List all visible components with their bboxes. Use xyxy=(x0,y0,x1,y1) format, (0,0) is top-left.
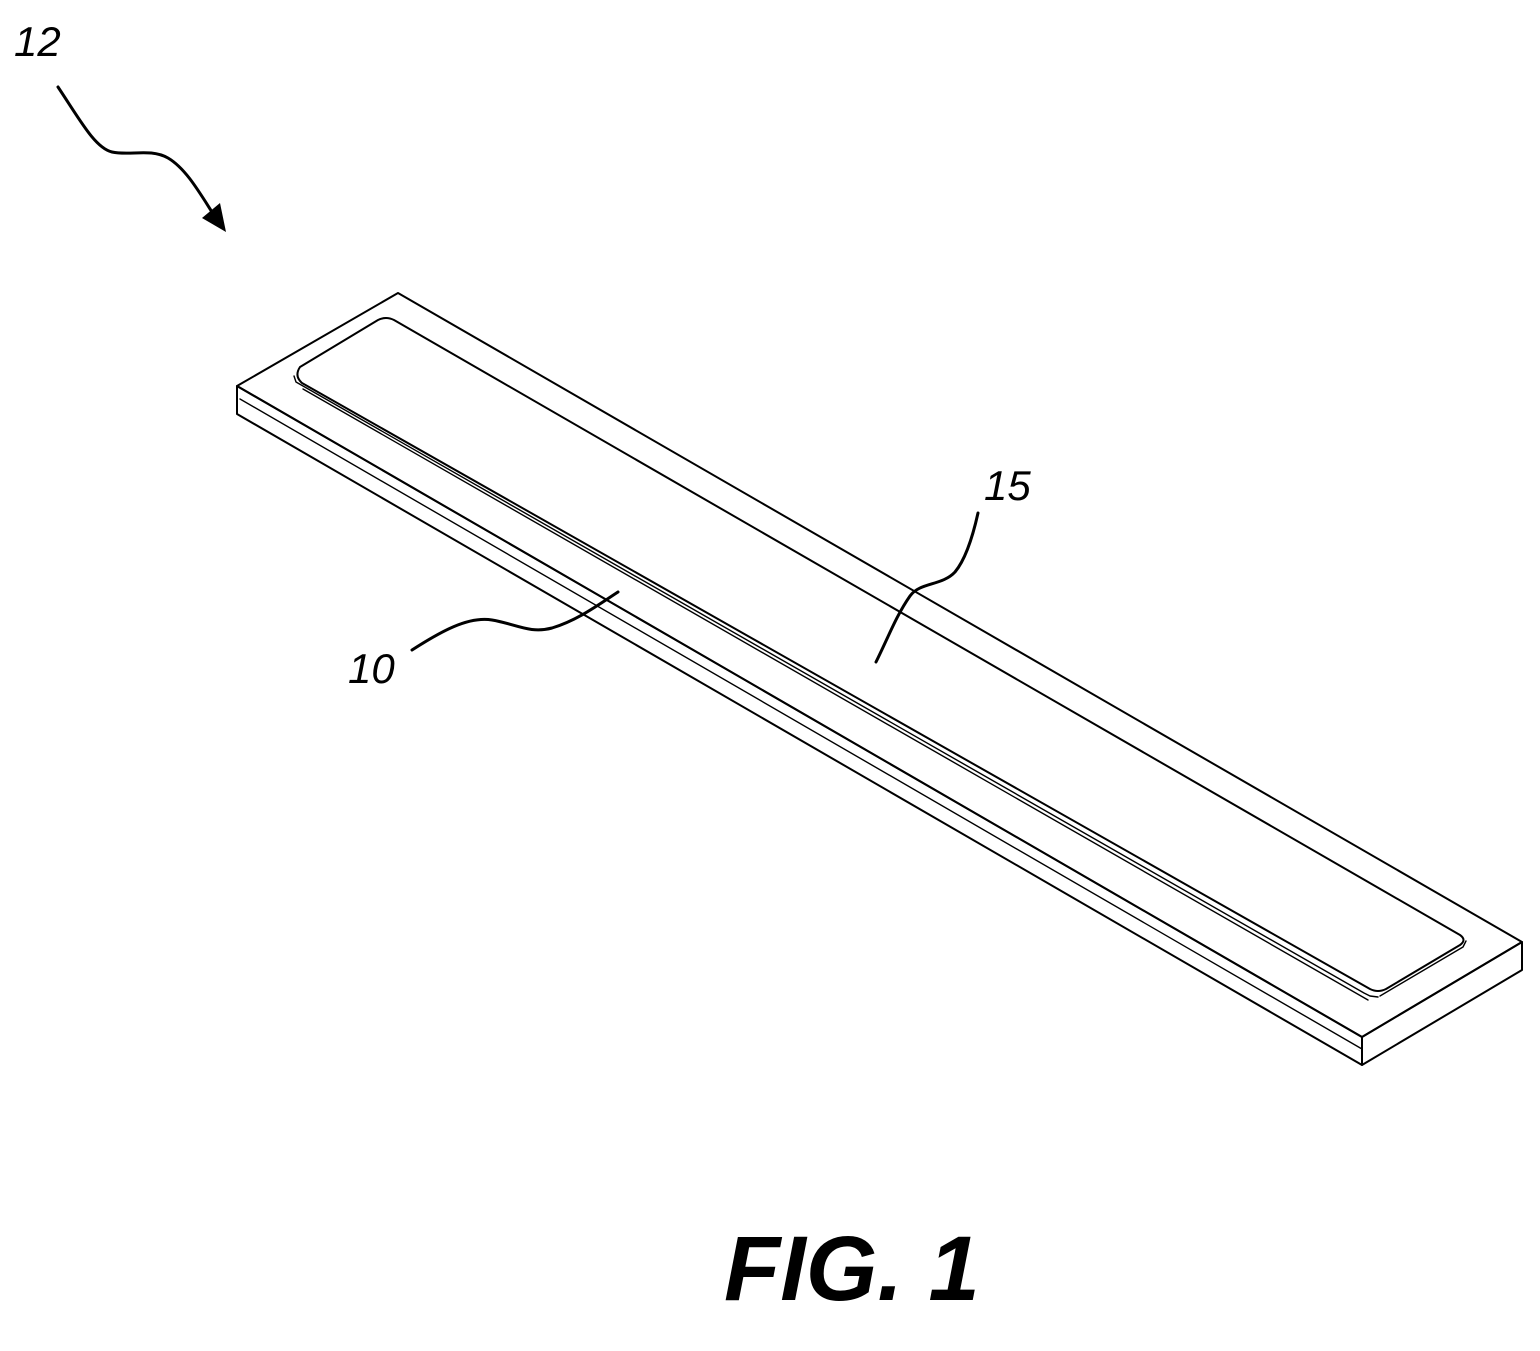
leader-12-curve xyxy=(58,87,212,212)
strip-right-end-face xyxy=(1362,942,1522,1065)
strip-top-face xyxy=(237,293,1522,1037)
leader-15 xyxy=(876,513,978,662)
strip-side-hatch-line xyxy=(240,399,1362,1049)
figure-caption: FIG. 1 xyxy=(724,1218,980,1320)
label-15: 15 xyxy=(984,462,1031,509)
coating-pad-front-edge-inner xyxy=(303,389,1368,1000)
strip-left-end-face xyxy=(237,386,1362,1065)
strip-body xyxy=(237,293,1522,1065)
coating-pad xyxy=(294,318,1466,1000)
label-12: 12 xyxy=(14,18,61,65)
leader-12 xyxy=(58,87,226,232)
arrowhead-12 xyxy=(202,203,226,232)
label-10: 10 xyxy=(348,645,395,692)
